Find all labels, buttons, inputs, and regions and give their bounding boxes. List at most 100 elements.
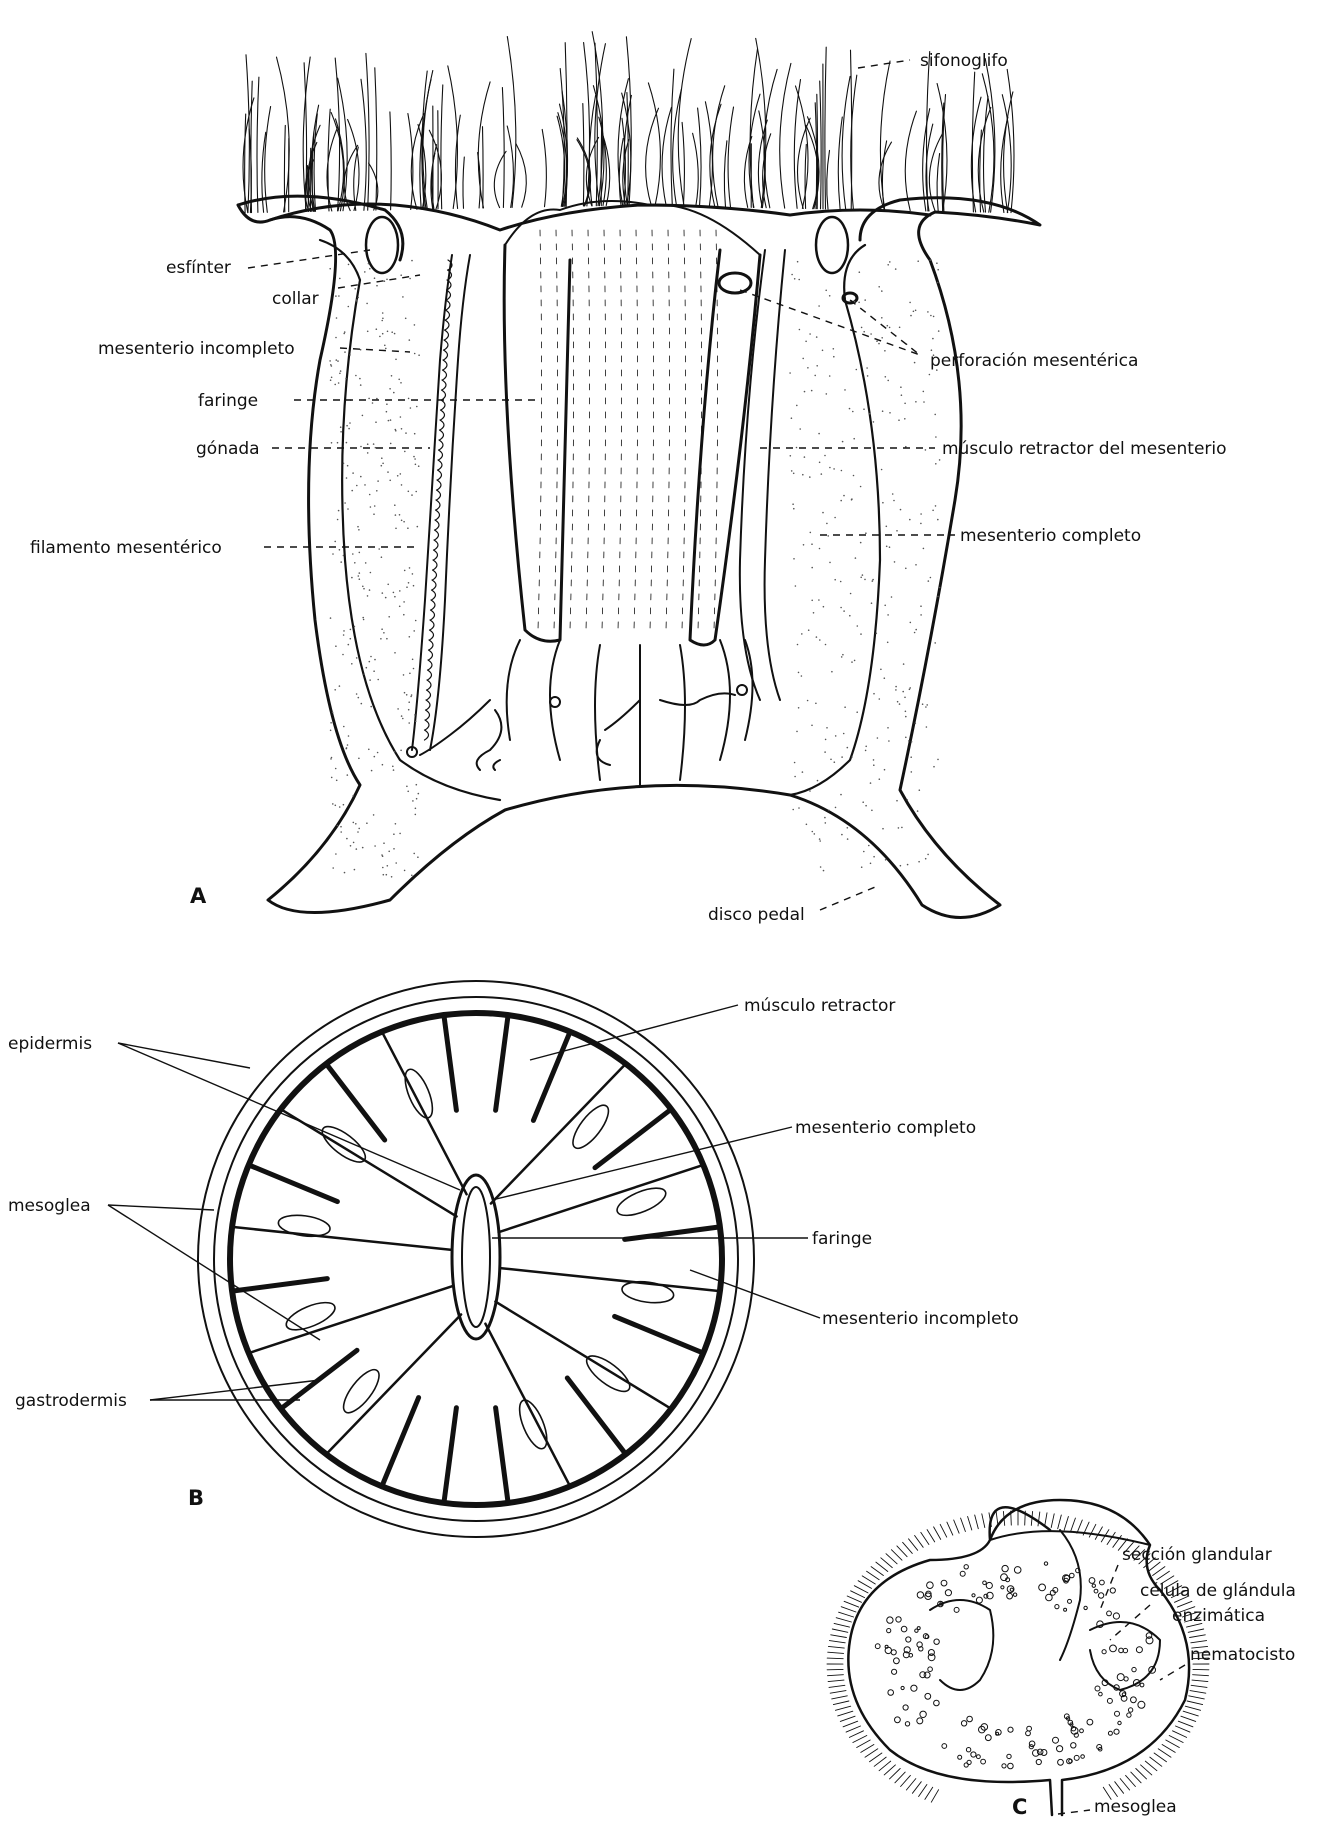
stipple-dot xyxy=(865,805,867,807)
gland-cell xyxy=(1010,1588,1013,1591)
stipple-dot xyxy=(914,362,916,364)
stipple-dot xyxy=(819,840,821,842)
cilium xyxy=(839,1612,854,1617)
stipple-dot xyxy=(810,532,812,534)
stipple-dot xyxy=(920,513,922,515)
label-faringe-b: faringe xyxy=(812,1229,872,1249)
stipple-dot xyxy=(834,579,836,581)
stipple-dot xyxy=(382,318,384,320)
stipple-dot xyxy=(796,447,798,449)
gland-cell xyxy=(961,1721,966,1726)
stipple-dot xyxy=(416,798,418,800)
stipple-dot xyxy=(339,278,341,280)
cilium xyxy=(982,1514,985,1528)
stipple-dot xyxy=(331,757,333,759)
stipple-dot xyxy=(885,859,887,861)
stipple-dot xyxy=(407,791,409,793)
stipple-dot xyxy=(809,333,811,335)
pharynx-striation xyxy=(586,230,590,630)
stipple-dot xyxy=(863,408,865,410)
stipple-dot xyxy=(915,401,917,403)
stipple-dot xyxy=(329,360,331,362)
stipple-dot xyxy=(351,663,353,665)
gland-cell xyxy=(1128,1708,1132,1712)
stipple-dot xyxy=(356,485,358,487)
gland-cell xyxy=(1131,1697,1137,1703)
stipple-dot xyxy=(791,417,793,419)
cilium xyxy=(1188,1629,1204,1632)
stipple-dot xyxy=(814,833,816,835)
gland-cell xyxy=(920,1672,926,1678)
stipple-dot xyxy=(820,866,822,868)
stipple-dot xyxy=(359,572,361,574)
stipple-dot xyxy=(811,567,813,569)
stipple-dot xyxy=(356,848,358,850)
stipple-dot xyxy=(933,316,935,318)
gonad-fold xyxy=(437,480,441,490)
stipple-dot xyxy=(369,268,371,270)
stipple-dot xyxy=(330,730,332,732)
stipple-dot xyxy=(409,278,411,280)
pharynx-striation xyxy=(666,230,670,630)
stipple-dot xyxy=(808,629,810,631)
stipple-dot xyxy=(394,652,396,654)
stipple-dot xyxy=(802,771,804,773)
stipple-dot xyxy=(853,438,855,440)
stipple-dot xyxy=(389,480,391,482)
stipple-dot xyxy=(355,823,357,825)
gland-cell xyxy=(981,1759,986,1764)
gland-cell xyxy=(1064,1608,1067,1611)
gonad-fold xyxy=(441,410,445,420)
tentacle xyxy=(929,134,942,211)
stipple-dot xyxy=(819,548,821,550)
cilium xyxy=(858,1581,871,1589)
stipple-dot xyxy=(858,302,860,304)
cilium xyxy=(1192,1680,1208,1682)
cilium xyxy=(1190,1635,1206,1638)
stipple-dot xyxy=(840,500,842,502)
stipple-dot xyxy=(417,856,419,858)
stipple-dot xyxy=(418,793,420,795)
stipple-dot xyxy=(339,806,341,808)
gland-cell xyxy=(1068,1599,1072,1603)
gland-cell xyxy=(1013,1593,1016,1596)
stipple-dot xyxy=(862,574,864,576)
stipple-dot xyxy=(350,845,352,847)
stipple-dot xyxy=(824,455,826,457)
mesenteric-perforation-1 xyxy=(719,273,751,293)
gonad-fold xyxy=(438,470,442,480)
complete-mesentery xyxy=(491,1064,626,1204)
gland-cell xyxy=(894,1658,900,1664)
gland-cell xyxy=(977,1755,981,1759)
tentacle xyxy=(1001,117,1008,212)
cilium xyxy=(1025,1511,1026,1525)
pharynx-striation xyxy=(634,230,638,630)
gland-cell xyxy=(915,1629,918,1632)
stipple-dot xyxy=(793,508,795,510)
cilium xyxy=(1191,1685,1207,1687)
cilium xyxy=(975,1515,979,1529)
stipple-dot xyxy=(796,405,798,407)
gland-cell xyxy=(1114,1729,1119,1734)
stipple-dot xyxy=(388,616,390,618)
gland-cell xyxy=(942,1744,947,1749)
stipple-dot xyxy=(358,758,360,760)
stipple-dot xyxy=(818,433,820,435)
stipple-dot xyxy=(344,351,346,353)
stipple-dot xyxy=(346,425,348,427)
cilium xyxy=(854,1586,868,1593)
stipple-dot xyxy=(920,523,922,525)
gonad-fold xyxy=(446,310,450,320)
stipple-dot xyxy=(847,747,849,749)
gland-cell xyxy=(1055,1605,1059,1609)
pharynx-striation xyxy=(618,230,622,630)
stipple-dot xyxy=(926,704,928,706)
gonad-fold xyxy=(425,730,429,740)
stipple-dot xyxy=(909,519,911,521)
cilium xyxy=(886,1554,897,1564)
tentacle-crown xyxy=(243,32,1014,213)
stipple-dot xyxy=(841,470,843,472)
tentacle xyxy=(542,129,546,206)
stipple-dot xyxy=(351,490,353,492)
gland-cell xyxy=(1001,1586,1004,1589)
